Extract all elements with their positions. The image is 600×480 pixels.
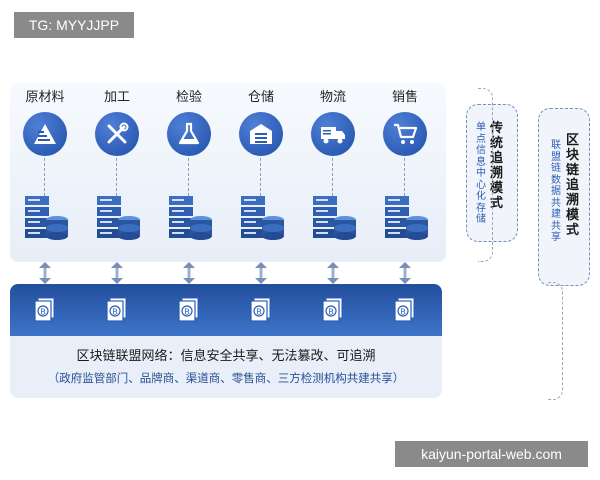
stage-column: 原材料 bbox=[12, 88, 78, 240]
server-database-icon bbox=[97, 196, 141, 246]
stage-label: 检验 bbox=[175, 90, 202, 105]
server-database-icon bbox=[25, 196, 69, 246]
flask-icon bbox=[167, 112, 211, 156]
bitcoin-ledger-icon: B bbox=[34, 297, 56, 322]
sync-arrow-icon bbox=[398, 262, 412, 284]
cart-icon bbox=[383, 112, 427, 156]
stage-label: 销售 bbox=[391, 90, 418, 105]
tools-icon bbox=[95, 112, 139, 156]
svg-text:B: B bbox=[112, 308, 118, 317]
stage-column: 销售 bbox=[372, 88, 438, 240]
svg-text:B: B bbox=[256, 308, 262, 317]
svg-text:B: B bbox=[328, 308, 334, 317]
blockchain-mode-desc: 联盟链数据共建共享 bbox=[551, 140, 561, 243]
svg-text:B: B bbox=[400, 308, 406, 317]
bitcoin-ledger-icon: B bbox=[106, 297, 128, 322]
bitcoin-ledger-icon: B bbox=[394, 297, 416, 322]
stage-label: 物流 bbox=[319, 90, 346, 105]
stage-column: 检验 bbox=[156, 88, 222, 240]
supply-chain-panel bbox=[10, 82, 446, 262]
traditional-mode-bracket bbox=[478, 88, 493, 262]
bitcoin-ledger-icon: B bbox=[322, 297, 344, 322]
blockchain-network-panel bbox=[10, 284, 442, 398]
network-subtitle: （政府监管部门、品牌商、渠道商、零售商、三方检测机构共建共享） bbox=[47, 371, 405, 385]
stage-label: 原材料 bbox=[25, 90, 65, 105]
server-database-icon bbox=[241, 196, 285, 246]
stage-column: 仓储 bbox=[228, 88, 294, 240]
stage-column: 加工 bbox=[84, 88, 150, 240]
server-database-icon bbox=[313, 196, 357, 246]
blockchain-mode-bracket bbox=[548, 282, 563, 400]
blockchain-mode-box bbox=[538, 108, 590, 286]
truck-icon bbox=[311, 112, 355, 156]
tag-badge: TG: MYYJJPP bbox=[14, 12, 134, 38]
sync-arrow-icon bbox=[182, 262, 196, 284]
sync-arrow-icon bbox=[254, 262, 268, 284]
traditional-mode-desc: 单点信息中心化存储 bbox=[476, 122, 486, 225]
network-title: 区块链联盟网络：信息安全共享、无法篡改、可追溯 bbox=[76, 349, 376, 364]
server-database-icon bbox=[169, 196, 213, 246]
server-database-icon bbox=[385, 196, 429, 246]
warehouse-icon bbox=[239, 112, 283, 156]
bitcoin-ledger-icon: B bbox=[250, 297, 272, 322]
stage-column: 物流 bbox=[300, 88, 366, 240]
blockchain-mode-title: 区块链追溯模式 bbox=[566, 133, 580, 238]
dashed-connector bbox=[188, 158, 189, 196]
url-badge: kaiyun-portal-web.com bbox=[395, 441, 588, 467]
stage-label: 仓储 bbox=[247, 90, 274, 105]
svg-text:B: B bbox=[184, 308, 190, 317]
dashed-connector bbox=[116, 158, 117, 196]
traditional-mode-title: 传统追溯模式 bbox=[490, 121, 504, 211]
dashed-connector bbox=[332, 158, 333, 196]
sync-arrow-icon bbox=[110, 262, 124, 284]
bitcoin-ledger-icon: B bbox=[178, 297, 200, 322]
svg-text:B: B bbox=[40, 308, 46, 317]
dashed-connector bbox=[260, 158, 261, 196]
sync-arrow-icon bbox=[326, 262, 340, 284]
blockchain-band bbox=[10, 284, 442, 336]
dashed-connector bbox=[44, 158, 45, 196]
stage-label: 加工 bbox=[103, 90, 130, 105]
sync-arrow-icon bbox=[38, 262, 52, 284]
raw-material-icon bbox=[23, 112, 67, 156]
dashed-connector bbox=[404, 158, 405, 196]
